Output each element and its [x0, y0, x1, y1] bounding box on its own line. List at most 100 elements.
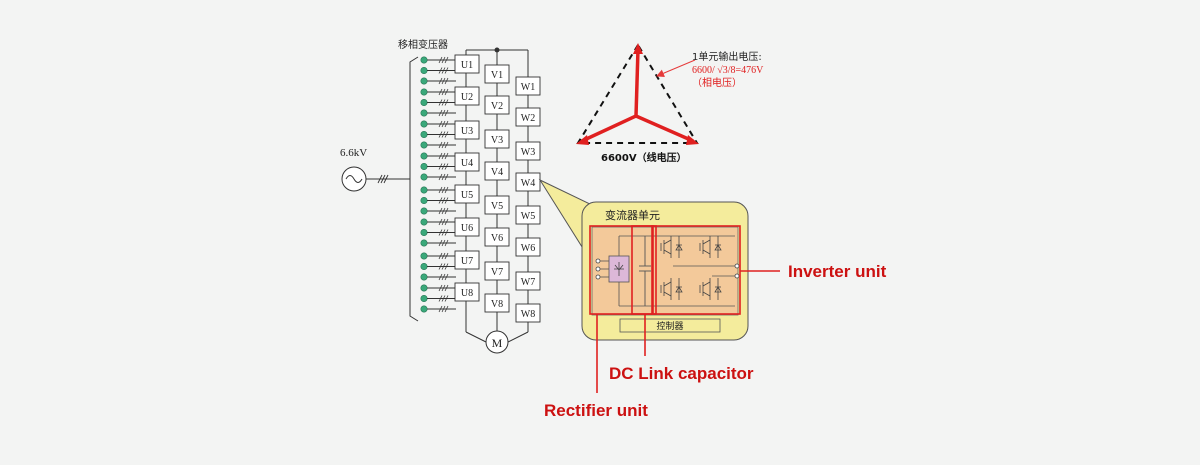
cell-label-v8: V8: [491, 299, 503, 310]
cell-box-u4: [454, 152, 480, 172]
winding-dot-icon: [420, 284, 428, 292]
winding-hash-marks: [438, 141, 449, 149]
igbt-icon: [699, 278, 722, 300]
cell-label-w3: W3: [521, 147, 535, 158]
cell-box-u3: [454, 120, 480, 140]
vector-diagram: 1单元输出电压: 6600/ √3/8=476V （相电压） 6600V（线电压…: [576, 43, 764, 164]
winding-hash-marks: [438, 229, 449, 236]
winding-hash-marks: [438, 131, 449, 138]
cell-box-w7: [515, 271, 541, 291]
cell-box-u5: [454, 184, 480, 204]
cell-label-u8: U8: [461, 288, 473, 299]
cell-label-u1: U1: [461, 60, 473, 71]
winding-dot-icon: [420, 262, 428, 270]
cell-label-w7: W7: [521, 277, 535, 288]
dc-link-highlight: [631, 225, 657, 315]
cell-box-u7: [454, 250, 480, 270]
dc-link-capacitor-label: DC Link capacitor: [609, 364, 754, 383]
input-hash-marks: [377, 174, 389, 184]
cell-box-w2: [515, 107, 541, 127]
cell-label-w2: W2: [521, 113, 535, 124]
winding-hash-marks: [438, 295, 449, 302]
cell-label-u2: U2: [461, 92, 473, 103]
ac-wave-icon: [345, 175, 363, 183]
dc-link-capacitor-icon: [639, 236, 651, 306]
cell-box-u6: [454, 217, 480, 237]
igbt-icon: [660, 236, 683, 258]
cell-box-v4: [484, 161, 510, 181]
winding-dot-icon: [420, 77, 428, 85]
winding-hash-marks: [438, 284, 449, 292]
transformer-label: 移相变压器: [398, 38, 448, 51]
winding-hash-marks: [438, 252, 449, 260]
winding-dot-icon: [420, 273, 428, 281]
winding-hash-marks: [438, 163, 449, 170]
winding-dot-icon: [420, 186, 428, 194]
cell-box-v8: [484, 293, 510, 313]
winding-hash-marks: [438, 273, 449, 281]
winding-hash-marks: [438, 173, 449, 181]
winding-dot-icon: [420, 252, 428, 260]
winding-hash-marks: [438, 77, 449, 85]
arrowhead-top-icon: [633, 43, 643, 54]
motor-label: M: [492, 336, 503, 350]
transformer-primary: [409, 56, 419, 322]
unit-output-line3: （相电压）: [692, 76, 742, 89]
winding-hash-marks: [438, 120, 449, 128]
winding-hash-marks: [438, 67, 449, 74]
winding-hash-marks: [438, 88, 449, 96]
winding-dot-icon: [420, 239, 428, 247]
winding-hash-marks: [438, 99, 449, 106]
winding-dot-icon: [420, 197, 428, 205]
cell-label-u3: U3: [461, 126, 473, 137]
cell-label-u5: U5: [461, 190, 473, 201]
igbt-icon: [660, 278, 683, 300]
winding-dot-icon: [420, 173, 428, 181]
cell-label-w5: W5: [521, 211, 535, 222]
cell-box-v1: [484, 64, 510, 84]
winding-hash-marks: [438, 197, 449, 204]
rectifier-unit-label: Rectifier unit: [544, 401, 648, 420]
winding-hash-marks: [438, 207, 449, 215]
phase-vector-left: [581, 114, 637, 143]
cell-label-w1: W1: [521, 82, 535, 93]
cell-box-v7: [484, 261, 510, 281]
cell-box-u1: [454, 54, 480, 74]
winding-dot-icon: [420, 152, 428, 160]
cell-label-u7: U7: [461, 256, 473, 267]
cell-box-v3: [484, 129, 510, 149]
cell-box-v6: [484, 227, 510, 247]
winding-dot-icon: [420, 109, 428, 117]
unit-output-line2: 6600/ √3/8=476V: [692, 65, 764, 76]
cell-label-v2: V2: [491, 101, 503, 112]
cell-box-w8: [515, 303, 541, 323]
winding-hash-marks: [438, 109, 449, 117]
winding-dot-icon: [420, 294, 428, 302]
cell-label-v4: V4: [491, 167, 503, 178]
cell-box-v5: [484, 195, 510, 215]
winding-hash-marks: [438, 305, 449, 313]
winding-dot-icon: [420, 88, 428, 96]
cell-label-v5: V5: [491, 201, 503, 212]
cell-box-u2: [454, 86, 480, 106]
winding-hash-marks: [438, 218, 449, 226]
cell-label-v3: V3: [491, 135, 503, 146]
arrowhead-right-icon: [686, 135, 699, 145]
arrowhead-left-icon: [576, 135, 589, 145]
winding-dot-icon: [420, 67, 428, 75]
callout-arrow: [656, 59, 696, 77]
phase-vector-top: [634, 48, 640, 117]
winding-dot-icon: [420, 218, 428, 226]
motor-icon: [485, 330, 509, 354]
igbt-bridge: [660, 236, 722, 300]
line-voltage-label: 6600V（线电压）: [601, 151, 687, 164]
unit-output-line1: 1单元输出电压:: [692, 50, 762, 63]
cell-box-w1: [515, 76, 541, 96]
cell-label-v7: V7: [491, 267, 503, 278]
winding-hash-marks: [438, 186, 449, 194]
motor-lead: [465, 331, 487, 343]
cell-label-w8: W8: [521, 309, 535, 320]
winding-dot-icon: [420, 229, 428, 237]
winding-dot-icon: [420, 131, 428, 139]
winding-hash-marks: [438, 239, 449, 247]
